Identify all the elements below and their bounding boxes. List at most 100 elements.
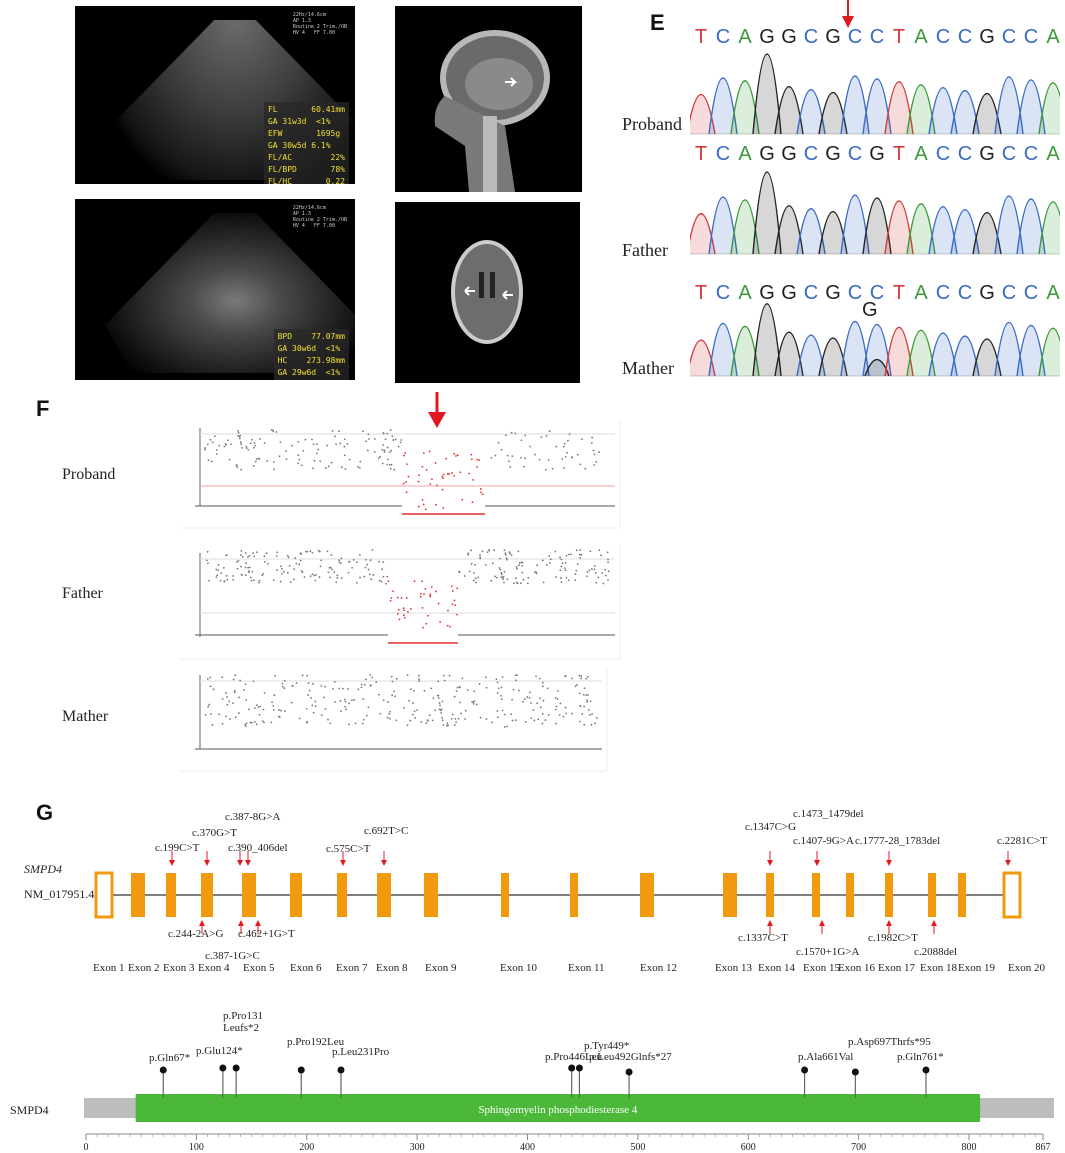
sequence-base: C bbox=[1001, 282, 1017, 304]
cnv-probe-point bbox=[306, 721, 308, 724]
cnv-probe-point bbox=[241, 446, 243, 449]
cnv-probe-point bbox=[217, 569, 219, 572]
cnv-probe-point bbox=[408, 699, 410, 702]
cnv-probe-point bbox=[544, 719, 547, 721]
cnv-probe-point bbox=[222, 566, 225, 569]
chromatogram-peak bbox=[690, 94, 716, 135]
sanger-label-proband: Proband bbox=[622, 114, 682, 134]
cnv-probe-point bbox=[340, 466, 343, 469]
cnv-probe-point bbox=[215, 448, 218, 451]
sequence-base: A bbox=[1046, 26, 1060, 48]
cnv-probe-point bbox=[514, 577, 517, 580]
cnv-probe-point bbox=[243, 689, 245, 691]
cnv-probe-point bbox=[504, 554, 507, 556]
cnv-probe-point bbox=[524, 721, 527, 723]
cnv-probe-point bbox=[400, 596, 403, 599]
measurement-box-b: BPD 77.07mm GA 30w6d <1% HC 273.98mm GA … bbox=[273, 329, 349, 380]
cnv-probe-point bbox=[263, 721, 265, 724]
cnv-probe-point bbox=[245, 447, 248, 450]
cnv-probe-point bbox=[306, 550, 309, 553]
cnv-probe-point bbox=[442, 674, 445, 677]
cnv-probe-point bbox=[362, 430, 364, 433]
cnv-probe-point bbox=[303, 576, 306, 578]
cnv-probe-point bbox=[438, 702, 441, 704]
cnv-probe-point bbox=[473, 700, 476, 703]
cnv-probe-point bbox=[204, 448, 206, 451]
cnv-probe-point bbox=[479, 554, 481, 556]
cnv-probe-point bbox=[266, 562, 269, 565]
cnv-probe-point bbox=[578, 553, 581, 556]
cnv-probe-point bbox=[535, 571, 537, 574]
cnv-probe-point bbox=[347, 571, 350, 574]
cnv-probe-point bbox=[356, 561, 358, 563]
cnv-probe-point bbox=[439, 621, 442, 623]
cnv-probe-point bbox=[478, 683, 481, 685]
protein-variant-label: p.Ala661Val bbox=[798, 1051, 854, 1063]
cnv-probe-point bbox=[360, 683, 363, 686]
cnv-probe-point bbox=[425, 622, 428, 625]
cnv-probe-point bbox=[365, 678, 367, 681]
cnv-probe-point bbox=[447, 724, 449, 727]
protein-variant-label: p.Tyr449* bbox=[584, 1040, 630, 1052]
cnv-probe-point bbox=[340, 577, 343, 580]
cnv-probe-point bbox=[499, 568, 502, 571]
sequence-base: A bbox=[738, 26, 752, 48]
cnv-probe-point bbox=[405, 597, 408, 599]
variant-label-below: c.1337C>T bbox=[738, 932, 788, 944]
cnv-probe-point bbox=[605, 574, 607, 577]
cnv-probe-point bbox=[382, 432, 385, 435]
cnv-probe-point bbox=[253, 720, 256, 723]
cnv-probe-point bbox=[402, 614, 405, 617]
cnv-probe-point bbox=[456, 587, 459, 590]
variant-lollipop bbox=[801, 1066, 809, 1074]
cnv-probe-point bbox=[384, 438, 387, 441]
cnv-probe-point bbox=[251, 570, 254, 573]
cnv-plot-father bbox=[180, 545, 621, 660]
sequence-base: T bbox=[694, 282, 708, 304]
cnv-probe-point bbox=[311, 551, 314, 554]
cnv-probe-point bbox=[273, 694, 276, 696]
sequence-base: G bbox=[979, 143, 995, 165]
cnv-probe-point bbox=[484, 563, 487, 566]
cnv-probe-point bbox=[297, 440, 300, 443]
cnv-probe-point bbox=[470, 549, 472, 552]
cnv-probe-point bbox=[279, 565, 282, 568]
cnv-probe-point bbox=[237, 431, 240, 434]
cnv-probe-point bbox=[579, 549, 581, 551]
cnv-probe-point bbox=[207, 562, 209, 565]
exon-label: Exon 11 bbox=[568, 962, 605, 974]
cnv-probe-point bbox=[338, 559, 340, 561]
cnv-probe-point bbox=[347, 688, 349, 690]
cnv-probe-point bbox=[407, 611, 409, 613]
cnv-probe-point bbox=[461, 498, 464, 501]
cnv-probe-point bbox=[570, 677, 573, 680]
exon-label: Exon 9 bbox=[425, 962, 457, 974]
cnv-probe-point bbox=[606, 551, 609, 554]
cnv-probe-point bbox=[265, 552, 268, 555]
cnv-probe-point bbox=[403, 454, 405, 457]
cnv-probe-point bbox=[240, 550, 243, 552]
exon-box bbox=[640, 873, 654, 917]
cnv-probe-point bbox=[226, 696, 229, 698]
cnv-probe-point bbox=[225, 715, 227, 718]
cnv-probe-point bbox=[567, 579, 570, 582]
axis-tick-label: 867 bbox=[1036, 1142, 1051, 1153]
cnv-probe-point bbox=[298, 458, 301, 461]
heterozygous-base: G bbox=[862, 299, 878, 321]
cnv-probe-point bbox=[501, 709, 504, 712]
cnv-probe-point bbox=[598, 549, 601, 552]
cnv-probe-point bbox=[204, 713, 207, 716]
cnv-probe-point bbox=[479, 716, 482, 719]
cnv-probe-point bbox=[249, 442, 252, 445]
cnv-probe-point bbox=[576, 563, 579, 566]
cnv-probe-point bbox=[601, 572, 604, 574]
cnv-probe-point bbox=[455, 455, 457, 457]
sequence-base: A bbox=[738, 282, 752, 304]
cnv-probe-point bbox=[485, 686, 488, 689]
cnv-probe-point bbox=[510, 554, 513, 556]
variant-label-above: c.1777-28_1783del bbox=[855, 835, 941, 847]
exon-label: Exon 18 bbox=[920, 962, 957, 974]
transcript-id: NM_017951.4 bbox=[24, 887, 95, 901]
